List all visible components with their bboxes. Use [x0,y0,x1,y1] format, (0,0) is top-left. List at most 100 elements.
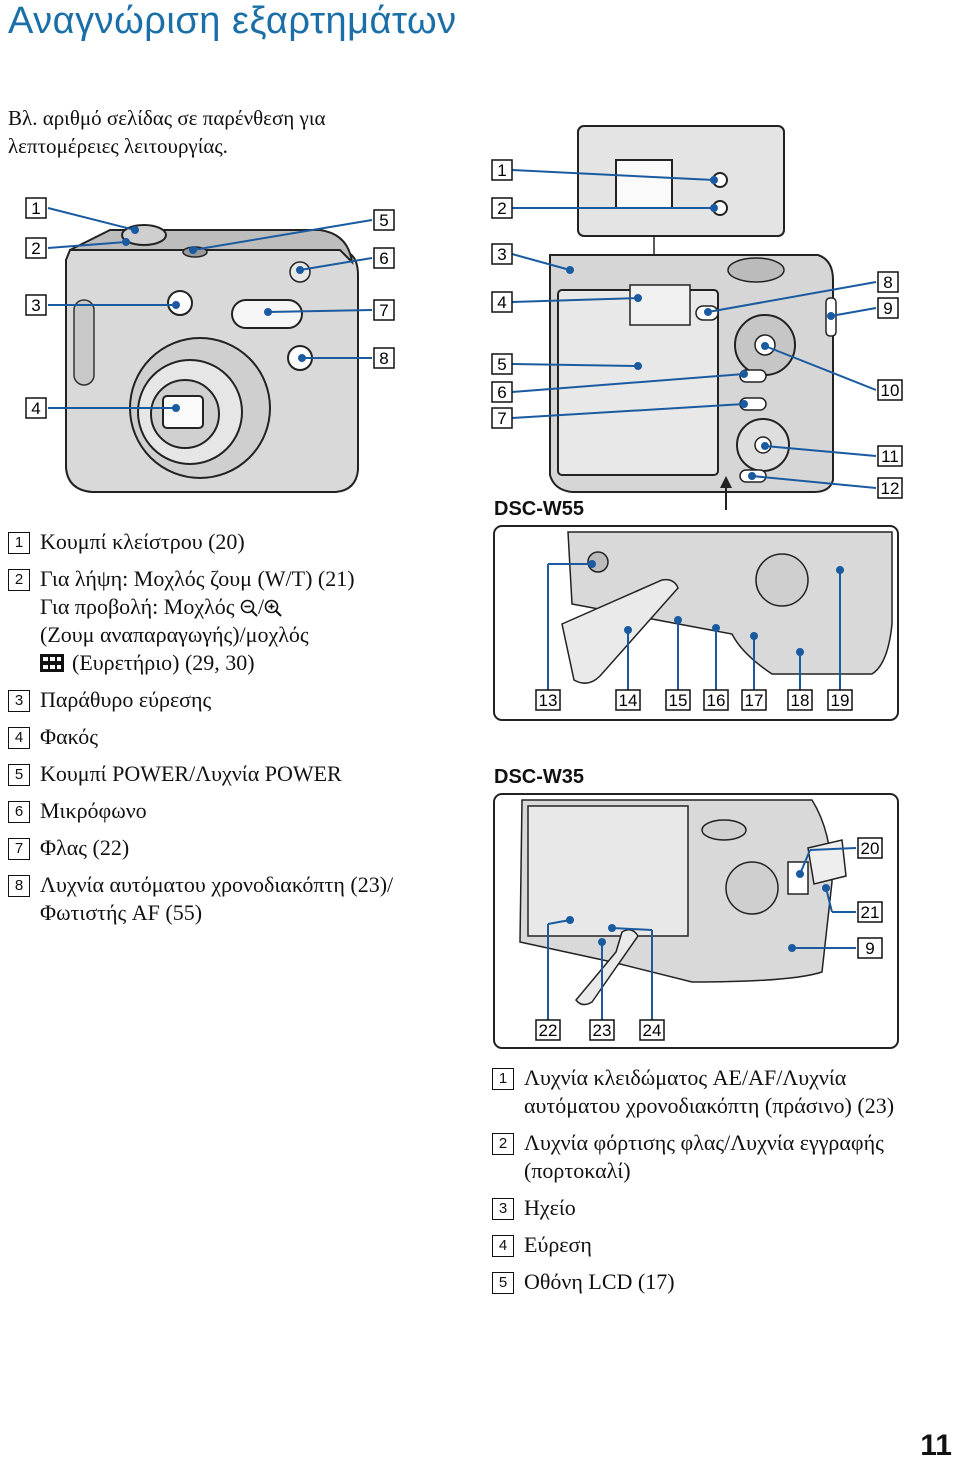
back-label-11: 11 [881,447,899,466]
back-label-9: 9 [883,299,892,318]
back-label-5: 5 [497,355,506,374]
front-label-6: 6 [379,249,388,268]
item-text: Λυχνία φόρτισης φλας/Λυχνία εγγραφής (πο… [524,1130,884,1183]
back-label-10: 10 [881,381,900,400]
w55-bottom-figure: 13 14 15 16 17 18 19 [493,525,899,721]
w35-connector [787,861,809,895]
back-label-7: 7 [497,409,506,428]
lens-glass [162,395,204,429]
front-label-2: 2 [31,239,40,258]
back-parts-list: 1 Λυχνία κλειδώματος AE/AF/Λυχνία αυτόμα… [492,1064,912,1305]
list-item: 4 Φακός [8,723,448,751]
item-number: 2 [492,1133,514,1155]
item-number: 3 [492,1198,514,1220]
item-text: Εύρεση [524,1232,592,1257]
zoom-separator: / [257,594,265,619]
list-item: 5 Κουμπί POWER/Λυχνία POWER [8,760,448,788]
back-label-6: 6 [497,383,506,402]
item-text: Οθόνη LCD (17) [524,1269,675,1294]
item-number: 8 [8,875,30,897]
back-label-8: 8 [883,273,892,292]
w35-shutter [701,819,747,841]
list-item: 2 Λυχνία φόρτισης φλας/Λυχνία εγγραφής (… [492,1129,912,1185]
intro-text: Βλ. αριθμό σελίδας σε παρένθεση για λεπτ… [8,106,326,158]
list-item: 3 Παράθυρο εύρεσης [8,686,448,714]
index-grid-icon [40,654,64,672]
front-label-1: 1 [31,199,40,218]
item-text: (Ζουμ αναπαραγωγής)/μοχλός [40,622,309,647]
item-text: Για προβολή: Μοχλός [40,594,235,619]
w35-label-23: 23 [593,1021,612,1040]
battery-cover [561,578,679,684]
item-number: 4 [492,1235,514,1257]
w35-label-24: 24 [643,1021,662,1040]
item-number: 6 [8,801,30,823]
item-text: Λυχνία κλειδώματος AE/AF/Λυχνία αυτόματο… [524,1065,895,1118]
front-label-8: 8 [379,349,388,368]
item-text: Κουμπί POWER/Λυχνία POWER [40,761,342,786]
inset-viewfinder [615,159,673,209]
list-item: 6 Μικρόφωνο [8,797,448,825]
model-label-w55: DSC-W55 [494,498,585,520]
item-number: 7 [8,838,30,860]
back-camera-figure: 1 2 3 4 5 6 7 8 9 10 11 12 [491,125,903,510]
viewfinder [629,284,691,326]
w55-label-18: 18 [791,691,810,710]
front-label-3: 3 [31,296,40,315]
w55-label-17: 17 [745,691,764,710]
page-number: 11 [920,1429,952,1462]
w35-label-22: 22 [539,1021,558,1040]
item-text: Φλας (22) [40,835,130,860]
w35-label-21: 21 [861,903,880,922]
top-dial [727,257,785,283]
grip [73,299,95,386]
item-number: 2 [8,569,30,591]
item-number: 3 [8,690,30,712]
w55-label-14: 14 [619,691,638,710]
page-title: Αναγνώριση εξαρτημάτων [8,0,457,42]
zoom-out-icon [240,599,258,617]
item-text: Για λήψη: Μοχλός ζουμ (W/T) (21) [40,566,355,591]
back-label-2: 2 [497,199,506,218]
front-label-4: 4 [31,399,40,418]
list-item: 8 Λυχνία αυτόματου χρονοδιακόπτη (23)/Φω… [8,871,448,927]
item-text: Ηχείο [524,1195,576,1220]
list-item: 7 Φλας (22) [8,834,448,862]
item-text: Μικρόφωνο [40,798,147,823]
front-label-5: 5 [379,211,388,230]
w55-label-13: 13 [539,691,558,710]
item-number: 5 [492,1272,514,1294]
w55-label-19: 19 [831,691,850,710]
back-label-3: 3 [497,245,506,264]
w55-body [567,531,893,675]
front-parts-list: 1 Κουμπί κλείστρου (20) 2 Για λήψη: Μοχλ… [8,528,448,936]
model-label-w35: DSC-W35 [494,766,585,788]
item-text: Λυχνία αυτόματου χρονοδιακόπτη (23)/Φωτι… [40,872,394,925]
inset-panel [577,125,785,237]
w35-figure: 20 21 9 22 23 24 [493,793,899,1049]
w35-lcd [527,805,689,937]
zoom-in-icon [264,599,282,617]
w35-cover [807,839,847,885]
item-text: Παράθυρο εύρεσης [40,687,212,712]
w55-dial [755,553,809,607]
w35-label-9: 9 [865,939,874,958]
list-item: 4 Εύρεση [492,1231,912,1259]
item-number: 1 [8,532,30,554]
w35-battery-cover [575,929,639,1006]
list-item: 2 Για λήψη: Μοχλός ζουμ (W/T) (21) Για π… [8,565,448,677]
item-number: 4 [8,727,30,749]
list-item: 3 Ηχείο [492,1194,912,1222]
list-item: 1 Λυχνία κλειδώματος AE/AF/Λυχνία αυτόμα… [492,1064,912,1120]
item-number: 1 [492,1068,514,1090]
front-camera-figure: 1 2 3 4 5 6 7 8 [25,197,395,493]
list-item: 5 Οθόνη LCD (17) [492,1268,912,1296]
back-label-12: 12 [881,479,900,498]
w35-label-20: 20 [861,839,880,858]
list-item: 1 Κουμπί κλείστρου (20) [8,528,448,556]
item-text: Κουμπί κλείστρου (20) [40,529,245,554]
back-label-4: 4 [497,293,506,312]
w55-label-15: 15 [669,691,688,710]
w35-dial [725,861,779,915]
item-text: Φακός [40,724,98,749]
